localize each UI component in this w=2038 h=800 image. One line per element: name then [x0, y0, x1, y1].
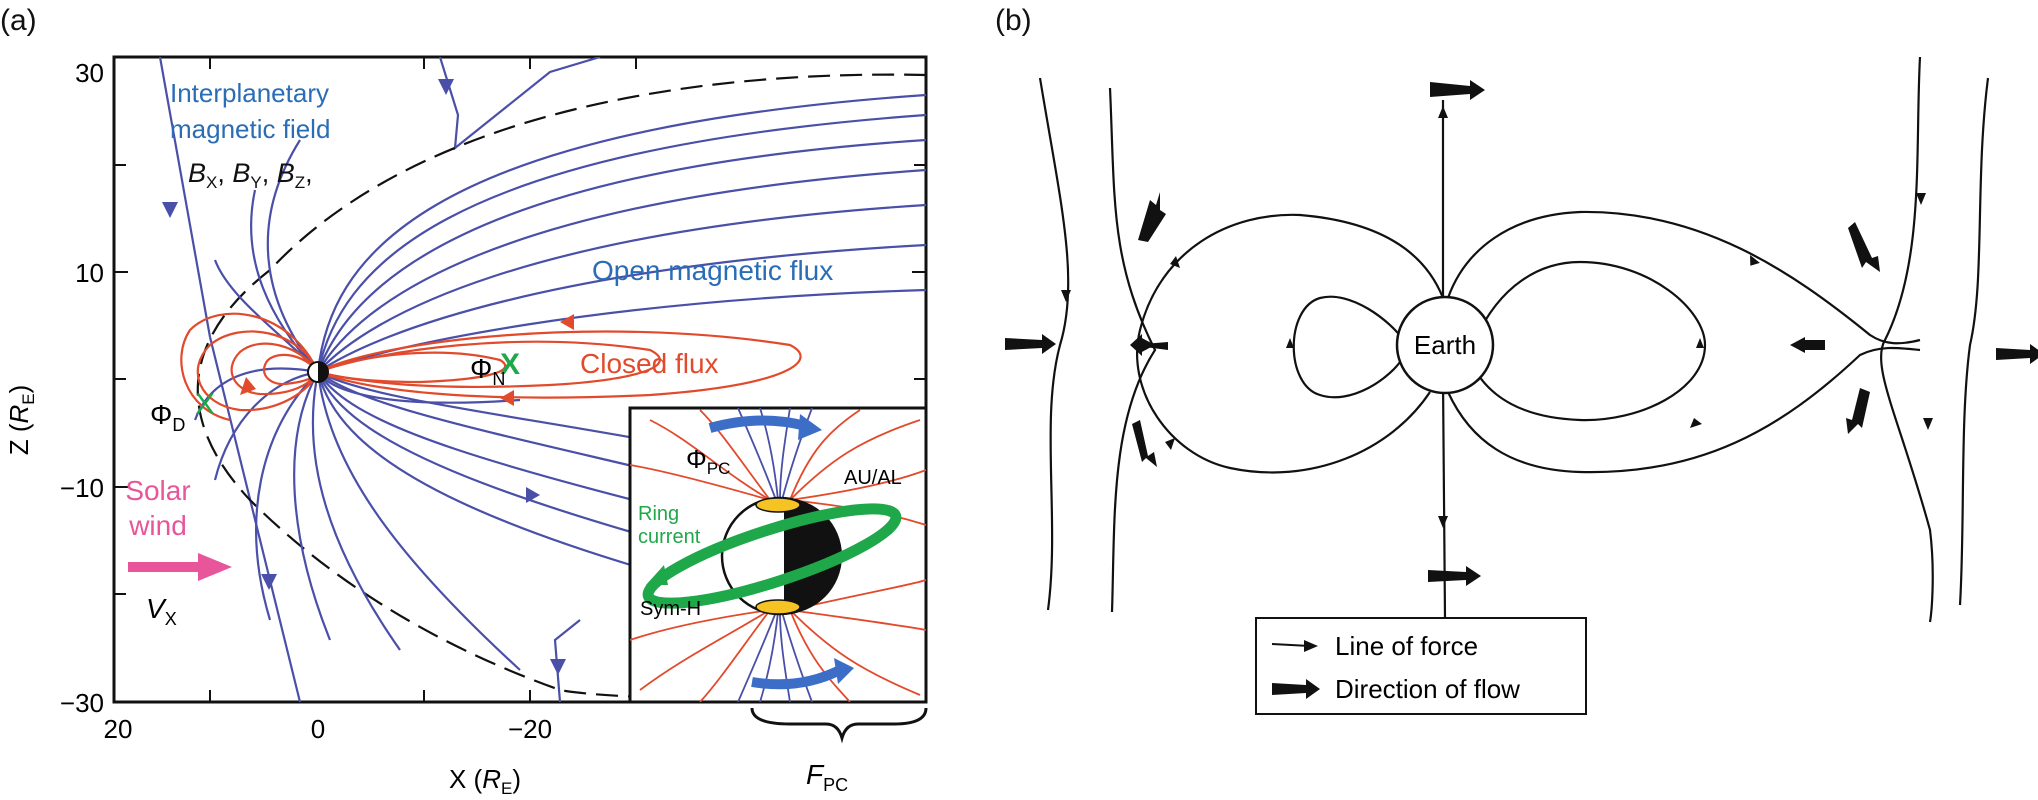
imf-components: BX, BY, BZ, [188, 158, 313, 192]
imf-arrows [162, 79, 566, 675]
legend-direction-of-flow: Direction of flow [1335, 674, 1520, 704]
inset-polar-cap [628, 406, 928, 704]
closed-flux-lines [180, 312, 802, 422]
panel-b-legend [1255, 617, 1587, 715]
solar-wind-label-1: Solar [125, 475, 190, 506]
closed-flux-arrows [240, 314, 574, 406]
panel-b-label: (b) [995, 4, 1032, 37]
imf-field-lines [158, 57, 601, 702]
phi-n-label: ΦN [470, 353, 505, 389]
y-tick-30: 30 [75, 58, 104, 88]
earth-label: Earth [1414, 330, 1476, 360]
fpc-label: FPC [806, 759, 848, 795]
phi-d-label: ΦD [150, 399, 185, 435]
imf-label-2: magnetic field [170, 114, 330, 144]
line-of-force-arrows [1061, 106, 1933, 528]
solar-wind-label-2: wind [128, 510, 187, 541]
au-al-label: AU/AL [844, 467, 902, 489]
legend-line-of-force: Line of force [1335, 631, 1478, 661]
y-tick-neg30: −30 [60, 688, 104, 718]
fpc-brace [750, 707, 928, 744]
y-axis-label: Z (RE) [4, 385, 38, 456]
imf-label: Interplanetary [170, 78, 329, 108]
ring-current-label-1: Ring [638, 503, 679, 525]
earth-panel-a [307, 361, 329, 383]
x-mark-nightside: X [500, 348, 520, 381]
open-flux-label: Open magnetic flux [592, 255, 833, 286]
x-axis-label: X (RE) [449, 764, 521, 798]
panel-a-label: (a) [0, 4, 37, 37]
x-mark-dayside: X [195, 388, 215, 421]
phi-pc-label: ΦPC [686, 444, 730, 478]
closed-flux-label: Closed flux [580, 348, 719, 379]
vx-label: VX [146, 593, 177, 629]
x-tick-0: 0 [311, 714, 325, 744]
ring-current-label-2: current [638, 526, 701, 548]
sym-h-label: Sym-H [640, 598, 701, 620]
x-tick-neg20: −20 [508, 714, 552, 744]
panel-b-field-lines [1038, 56, 1990, 623]
solar-wind-arrow [128, 553, 232, 581]
y-tick-neg10: −10 [60, 473, 104, 503]
earth-panel-b [1395, 295, 1495, 395]
x-tick-20: 20 [104, 714, 133, 744]
open-flux-arrows [526, 487, 540, 503]
flow-direction-arrows [1005, 80, 2038, 586]
y-tick-10: 10 [75, 258, 104, 288]
